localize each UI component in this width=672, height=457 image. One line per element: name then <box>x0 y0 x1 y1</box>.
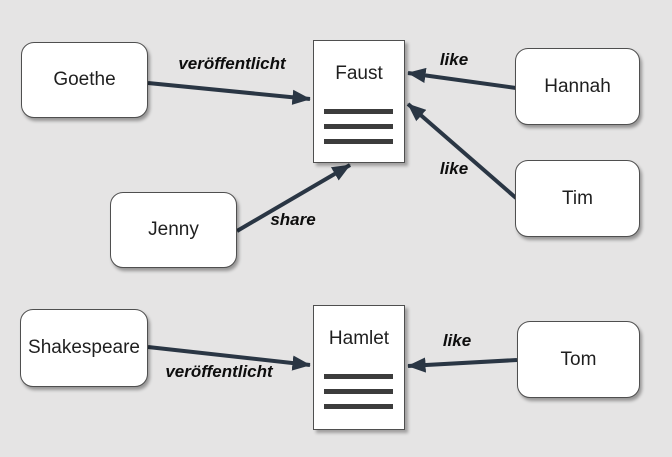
document-text-line <box>324 124 393 129</box>
edge-label-share-jenny: share <box>270 210 316 229</box>
edge-label-veroeffentlicht-shakespeare: veröffentlicht <box>165 362 273 381</box>
node-document-hamlet: Hamlet <box>313 305 405 430</box>
edge-label-like-hannah: like <box>439 50 469 69</box>
node-goethe: Goethe <box>21 42 148 118</box>
edge-goethe-veroeffentlicht-faust <box>147 81 311 105</box>
node-document-faust: Faust <box>313 40 405 163</box>
document-text-line <box>324 389 393 394</box>
node-jenny: Jenny <box>110 192 237 268</box>
edge-label-like-tim: like <box>439 159 469 178</box>
edge-hannah-like-faust <box>407 67 517 90</box>
document-hamlet-title: Hamlet <box>328 328 390 349</box>
node-shakespeare-label: Shakespeare <box>28 337 140 358</box>
document-text-line <box>324 139 393 144</box>
document-text-line <box>324 109 393 114</box>
node-tom: Tom <box>517 321 640 398</box>
edge-label-like-tom: like <box>442 331 472 350</box>
node-hannah: Hannah <box>515 48 640 125</box>
node-shakespeare: Shakespeare <box>20 309 148 387</box>
edge-tom-like-hamlet <box>407 357 518 373</box>
node-tim: Tim <box>515 160 640 237</box>
node-jenny-label: Jenny <box>148 219 199 240</box>
edge-tim-like-faust <box>406 102 518 200</box>
node-hannah-label: Hannah <box>544 75 611 97</box>
node-tim-label: Tim <box>562 187 593 209</box>
document-text-line <box>324 374 393 379</box>
edge-label-veroeffentlicht-goethe: veröffentlicht <box>178 54 286 73</box>
node-tom-label: Tom <box>560 348 597 370</box>
edge-jenny-share-faust <box>235 163 352 233</box>
document-text-line <box>324 404 393 409</box>
edge-shakespeare-veroeffentlicht-hamlet <box>147 345 311 371</box>
document-faust-title: Faust <box>335 63 383 84</box>
node-goethe-label: Goethe <box>53 69 116 90</box>
